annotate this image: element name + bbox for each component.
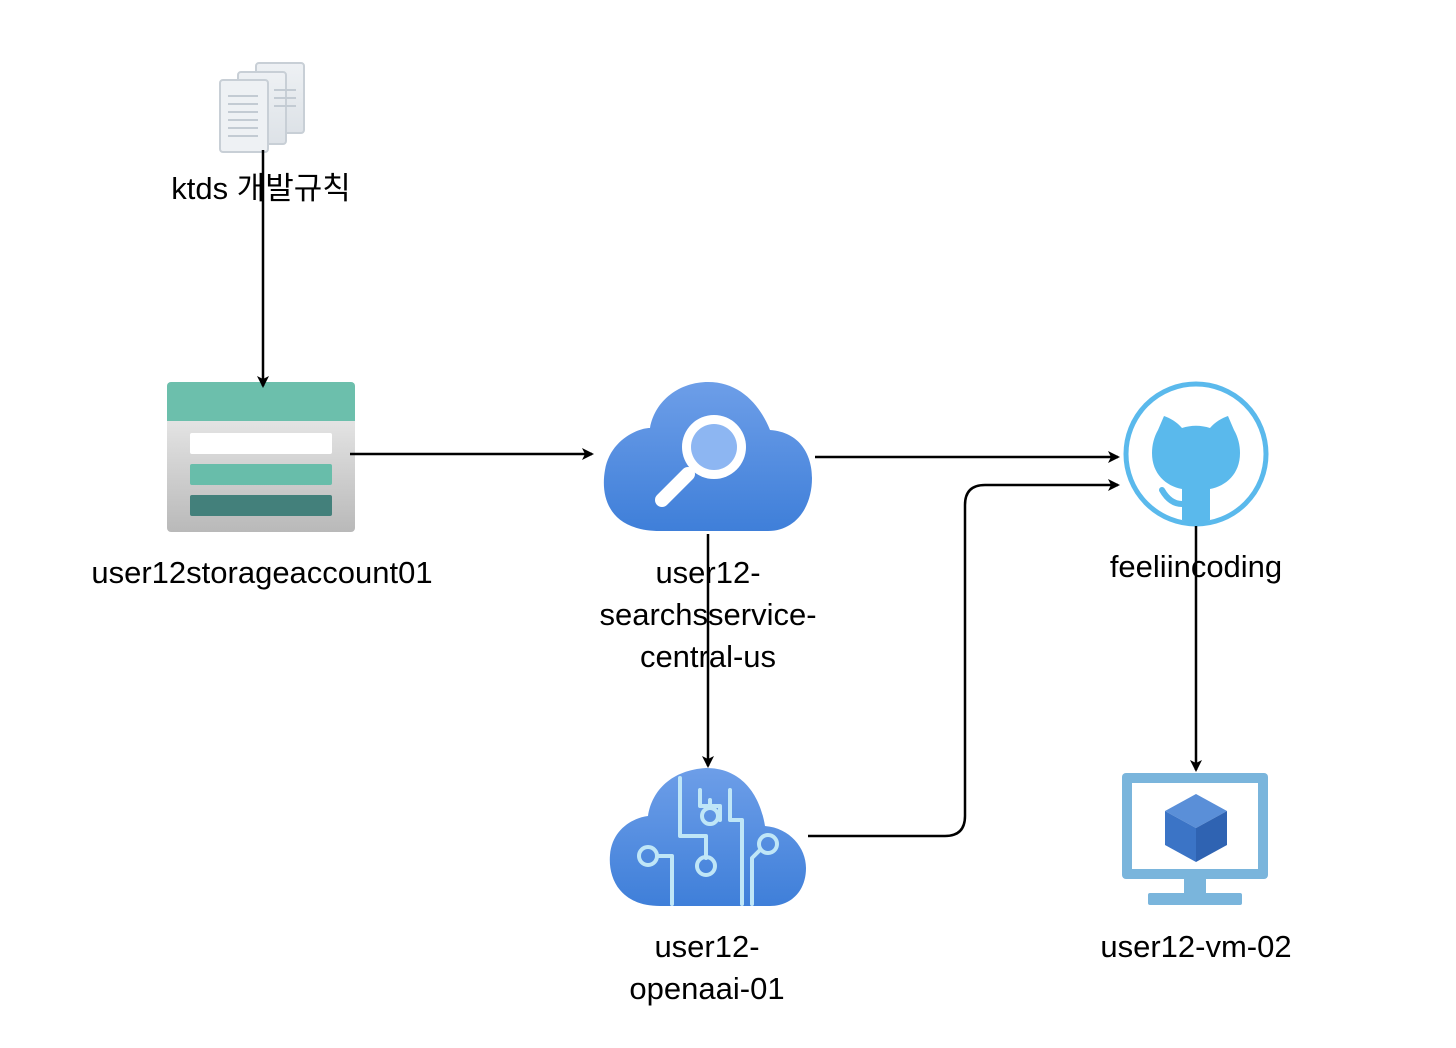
edges: [257, 150, 1202, 838]
storage-account-icon[interactable]: [167, 382, 355, 532]
edge-openai-to-github: [808, 479, 1120, 838]
github-label: feeliincoding: [1109, 549, 1283, 584]
virtual-machine-icon[interactable]: [1122, 773, 1268, 905]
openai-label: user12- openaai-01: [629, 929, 785, 1006]
documents-icon[interactable]: [219, 62, 305, 153]
search-label: user12- searchsservice- central-us: [599, 555, 817, 674]
openai-service-icon[interactable]: [609, 768, 806, 906]
vm-label: user12-vm-02: [1100, 929, 1292, 964]
search-service-icon[interactable]: [603, 382, 812, 531]
storage-label: user12storageaccount01: [91, 555, 433, 590]
docs-label: ktds 개발규칙: [171, 171, 351, 206]
github-icon[interactable]: [1123, 381, 1269, 527]
